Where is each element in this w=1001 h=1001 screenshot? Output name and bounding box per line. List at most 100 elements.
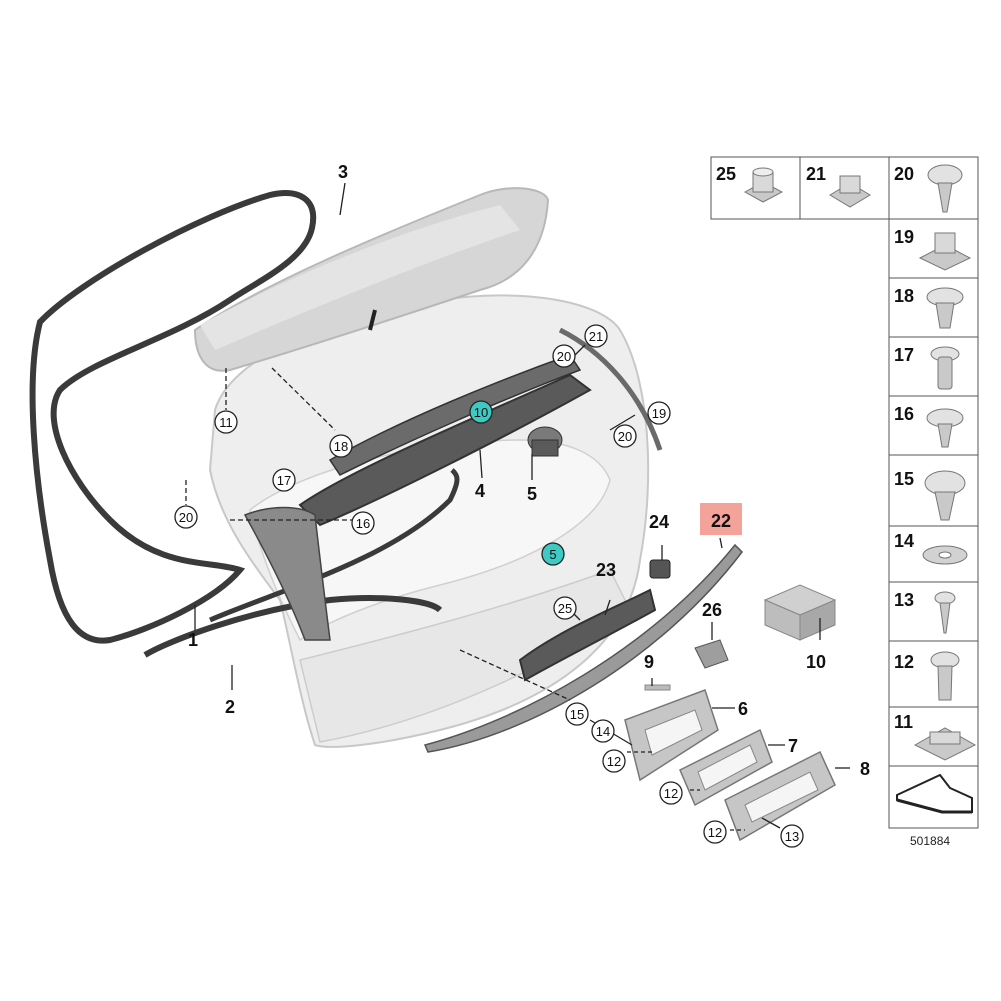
circle-14 <box>591 719 615 743</box>
side-trim-strip <box>558 327 663 451</box>
circled-part-labels <box>174 324 804 848</box>
table-label-15: 15 <box>894 469 914 489</box>
table-label-11: 11 <box>894 712 913 732</box>
plate-frame-7 <box>679 728 773 807</box>
teal-label-5: 5 <box>549 547 556 562</box>
clabel-20b: 20 <box>618 429 632 444</box>
trim-strip-22 <box>423 543 743 753</box>
clip-icon-21 <box>829 175 871 208</box>
circle-12a <box>602 749 626 773</box>
screw-icon-20 <box>927 164 963 213</box>
circle-11 <box>214 410 238 434</box>
plate-frame-8 <box>724 750 836 842</box>
clabel-25: 25 <box>558 601 572 616</box>
circle-21 <box>584 324 608 348</box>
clabel-12a: 12 <box>607 754 621 769</box>
fastener-table: 25 21 20 19 18 17 16 15 14 13 12 11 <box>710 156 979 848</box>
clip-nut-icon-19 <box>918 232 972 271</box>
cell-12 <box>888 640 979 708</box>
clabel-15: 15 <box>570 707 584 722</box>
shape-symbol-icon <box>896 773 973 814</box>
clabel-14: 14 <box>596 724 610 739</box>
handle-bracket <box>518 588 657 682</box>
teal-circle-5 <box>541 542 565 566</box>
label-4: 4 <box>475 481 485 501</box>
document-id: 501884 <box>910 834 950 848</box>
circle-12b <box>659 781 683 805</box>
circle-12c <box>703 820 727 844</box>
table-label-21: 21 <box>806 164 826 184</box>
table-label-18: 18 <box>894 286 914 306</box>
cell-15 <box>888 454 979 527</box>
label-3: 3 <box>338 162 348 182</box>
teal-labels: 10 5 <box>469 400 565 566</box>
table-label-20: 20 <box>894 164 914 184</box>
cell-13 <box>888 581 979 642</box>
table-label-13: 13 <box>894 590 914 610</box>
foam-block <box>763 584 837 641</box>
highlight-label-22: 22 <box>700 503 742 535</box>
clabel-11: 11 <box>219 415 233 430</box>
washer-icon-14 <box>922 545 968 565</box>
plain-part-labels: 3 4 5 1 2 24 23 26 10 9 6 7 8 <box>188 162 870 779</box>
inner-seal-strip <box>209 468 460 623</box>
cell-16 <box>888 395 979 456</box>
spoiler-carrier <box>298 373 592 527</box>
push-rivet-icon-17 <box>930 346 960 390</box>
clabel-12b: 12 <box>664 786 678 801</box>
clabel-20c: 20 <box>179 510 193 525</box>
label-1: 1 <box>188 630 198 650</box>
label-9: 9 <box>644 652 654 672</box>
circle-18 <box>329 434 353 458</box>
plate-frame-6 <box>624 689 719 782</box>
highlight-box <box>700 503 742 535</box>
clabel-19: 19 <box>652 406 666 421</box>
leader-lines <box>185 182 850 831</box>
label-10: 10 <box>806 652 826 672</box>
tailgate-switch <box>649 559 671 579</box>
teal-label-10: 10 <box>474 405 488 420</box>
tailgate-seal <box>29 190 317 644</box>
clabel-12c: 12 <box>708 825 722 840</box>
teal-circle-10 <box>469 400 493 424</box>
circle-19 <box>647 401 671 425</box>
cell-17 <box>888 336 979 397</box>
label-2: 2 <box>225 697 235 717</box>
rear-spoiler <box>193 187 550 372</box>
label-24: 24 <box>649 512 669 532</box>
circle-20a <box>552 344 576 368</box>
circle-25 <box>553 596 577 620</box>
clabel-18: 18 <box>334 439 348 454</box>
left-trim-panel <box>243 506 331 641</box>
clabel-13: 13 <box>785 829 799 844</box>
camera-housing <box>694 639 729 669</box>
nut-icon-25 <box>743 167 784 203</box>
circle-13 <box>780 824 804 848</box>
table-label-17: 17 <box>894 345 914 365</box>
label-6: 6 <box>738 699 748 719</box>
circled-label-texts: 21 20 11 18 19 20 17 20 16 25 15 14 12 1… <box>179 329 799 844</box>
cable-clip-icon-11 <box>913 727 977 761</box>
label-22: 22 <box>711 511 731 531</box>
label-7: 7 <box>788 736 798 756</box>
label-8: 8 <box>860 759 870 779</box>
spacer-strip <box>644 684 671 691</box>
label-23: 23 <box>596 560 616 580</box>
clabel-21: 21 <box>589 329 603 344</box>
table-label-12: 12 <box>894 652 914 672</box>
bolt-icon-12 <box>930 651 960 701</box>
spoiler-carrier-top <box>328 354 582 476</box>
circle-15 <box>565 702 589 726</box>
table-label-16: 16 <box>894 404 914 424</box>
circle-20c <box>174 505 198 529</box>
table-label-25: 25 <box>716 164 736 184</box>
circle-17 <box>272 468 296 492</box>
fir-tree-clip-icon-15 <box>924 470 966 521</box>
label-26: 26 <box>702 600 722 620</box>
cell-19 <box>888 218 979 279</box>
clabel-17: 17 <box>277 473 291 488</box>
cell-21 <box>799 156 890 220</box>
label-5: 5 <box>527 484 537 504</box>
